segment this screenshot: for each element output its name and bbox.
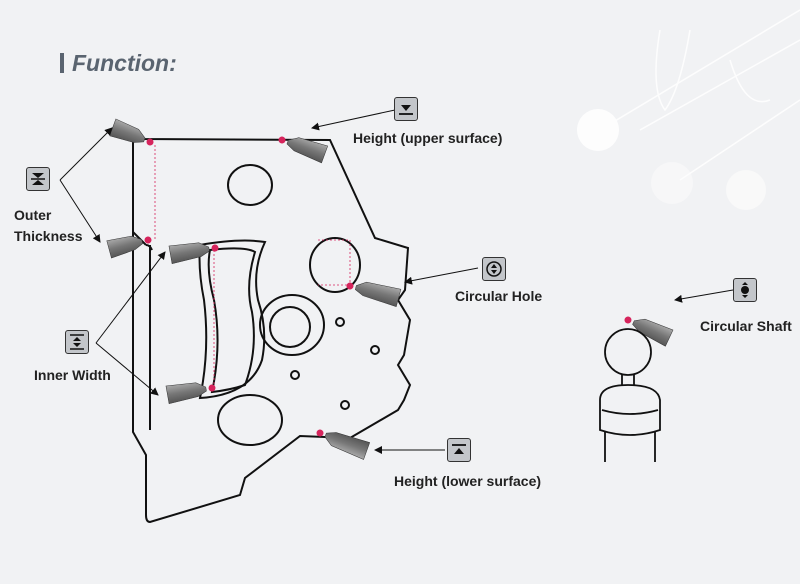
circular-hole-icon <box>482 257 506 281</box>
label-height-upper: Height (upper surface) <box>353 130 503 146</box>
probe-height-lower <box>316 429 371 460</box>
shaft <box>599 328 661 462</box>
label-height-lower: Height (lower surface) <box>394 473 542 489</box>
label-circular-hole: Circular Hole <box>455 288 543 304</box>
background-decoration <box>577 9 800 210</box>
probe-height-upper <box>278 136 329 164</box>
inner-width-icon <box>65 330 89 354</box>
probe-outer-top <box>109 118 154 146</box>
leader-lines <box>59 109 734 454</box>
probes <box>106 118 674 460</box>
title-bar <box>60 53 64 73</box>
section-title: Function: <box>60 50 177 77</box>
title-text: Function: <box>72 50 177 76</box>
label-inner-width: Inner Width <box>34 367 111 383</box>
outer-thickness-icon <box>26 167 50 191</box>
probe-circular-shaft <box>624 316 674 347</box>
probe-inner-bottom <box>165 382 216 404</box>
workpiece <box>132 137 412 524</box>
measure-guides <box>154 145 351 385</box>
height-upper-icon <box>394 97 418 121</box>
circular-shaft-icon <box>733 278 757 302</box>
height-lower-icon <box>447 438 471 462</box>
probe-circular-hole <box>346 281 402 307</box>
probe-outer-bottom <box>106 235 152 259</box>
probe-inner-top <box>168 242 219 264</box>
label-circular-shaft: Circular Shaft <box>700 318 792 334</box>
